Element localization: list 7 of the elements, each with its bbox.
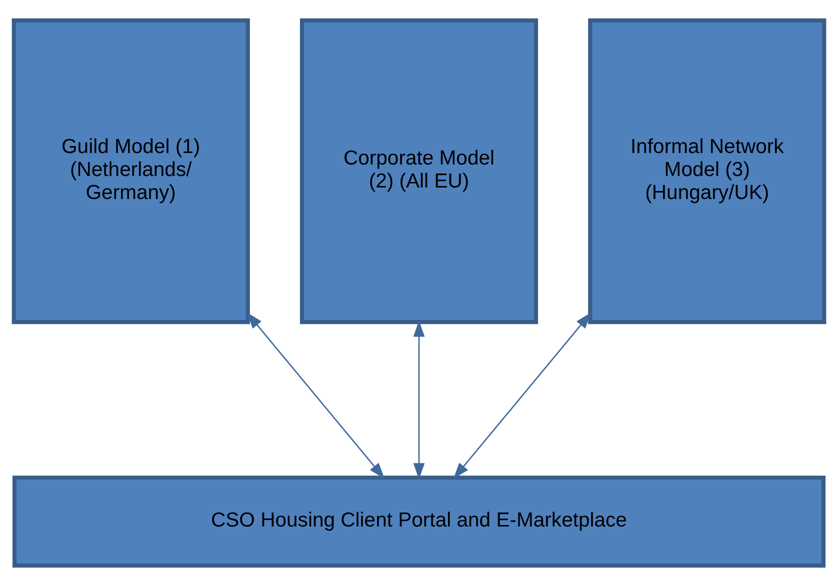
- arrow: [413, 320, 425, 479]
- arrow: [246, 312, 385, 478]
- node-box: Informal Network Model (3) (Hungary/UK): [588, 18, 826, 324]
- node-box: CSO Housing Client Portal and E-Marketplace: [12, 475, 826, 568]
- node-box: Corporate Model (2) (All EU): [300, 18, 538, 324]
- arrow: [453, 312, 592, 478]
- node-box: Guild Model (1) (Netherlands/ Germany): [12, 18, 250, 324]
